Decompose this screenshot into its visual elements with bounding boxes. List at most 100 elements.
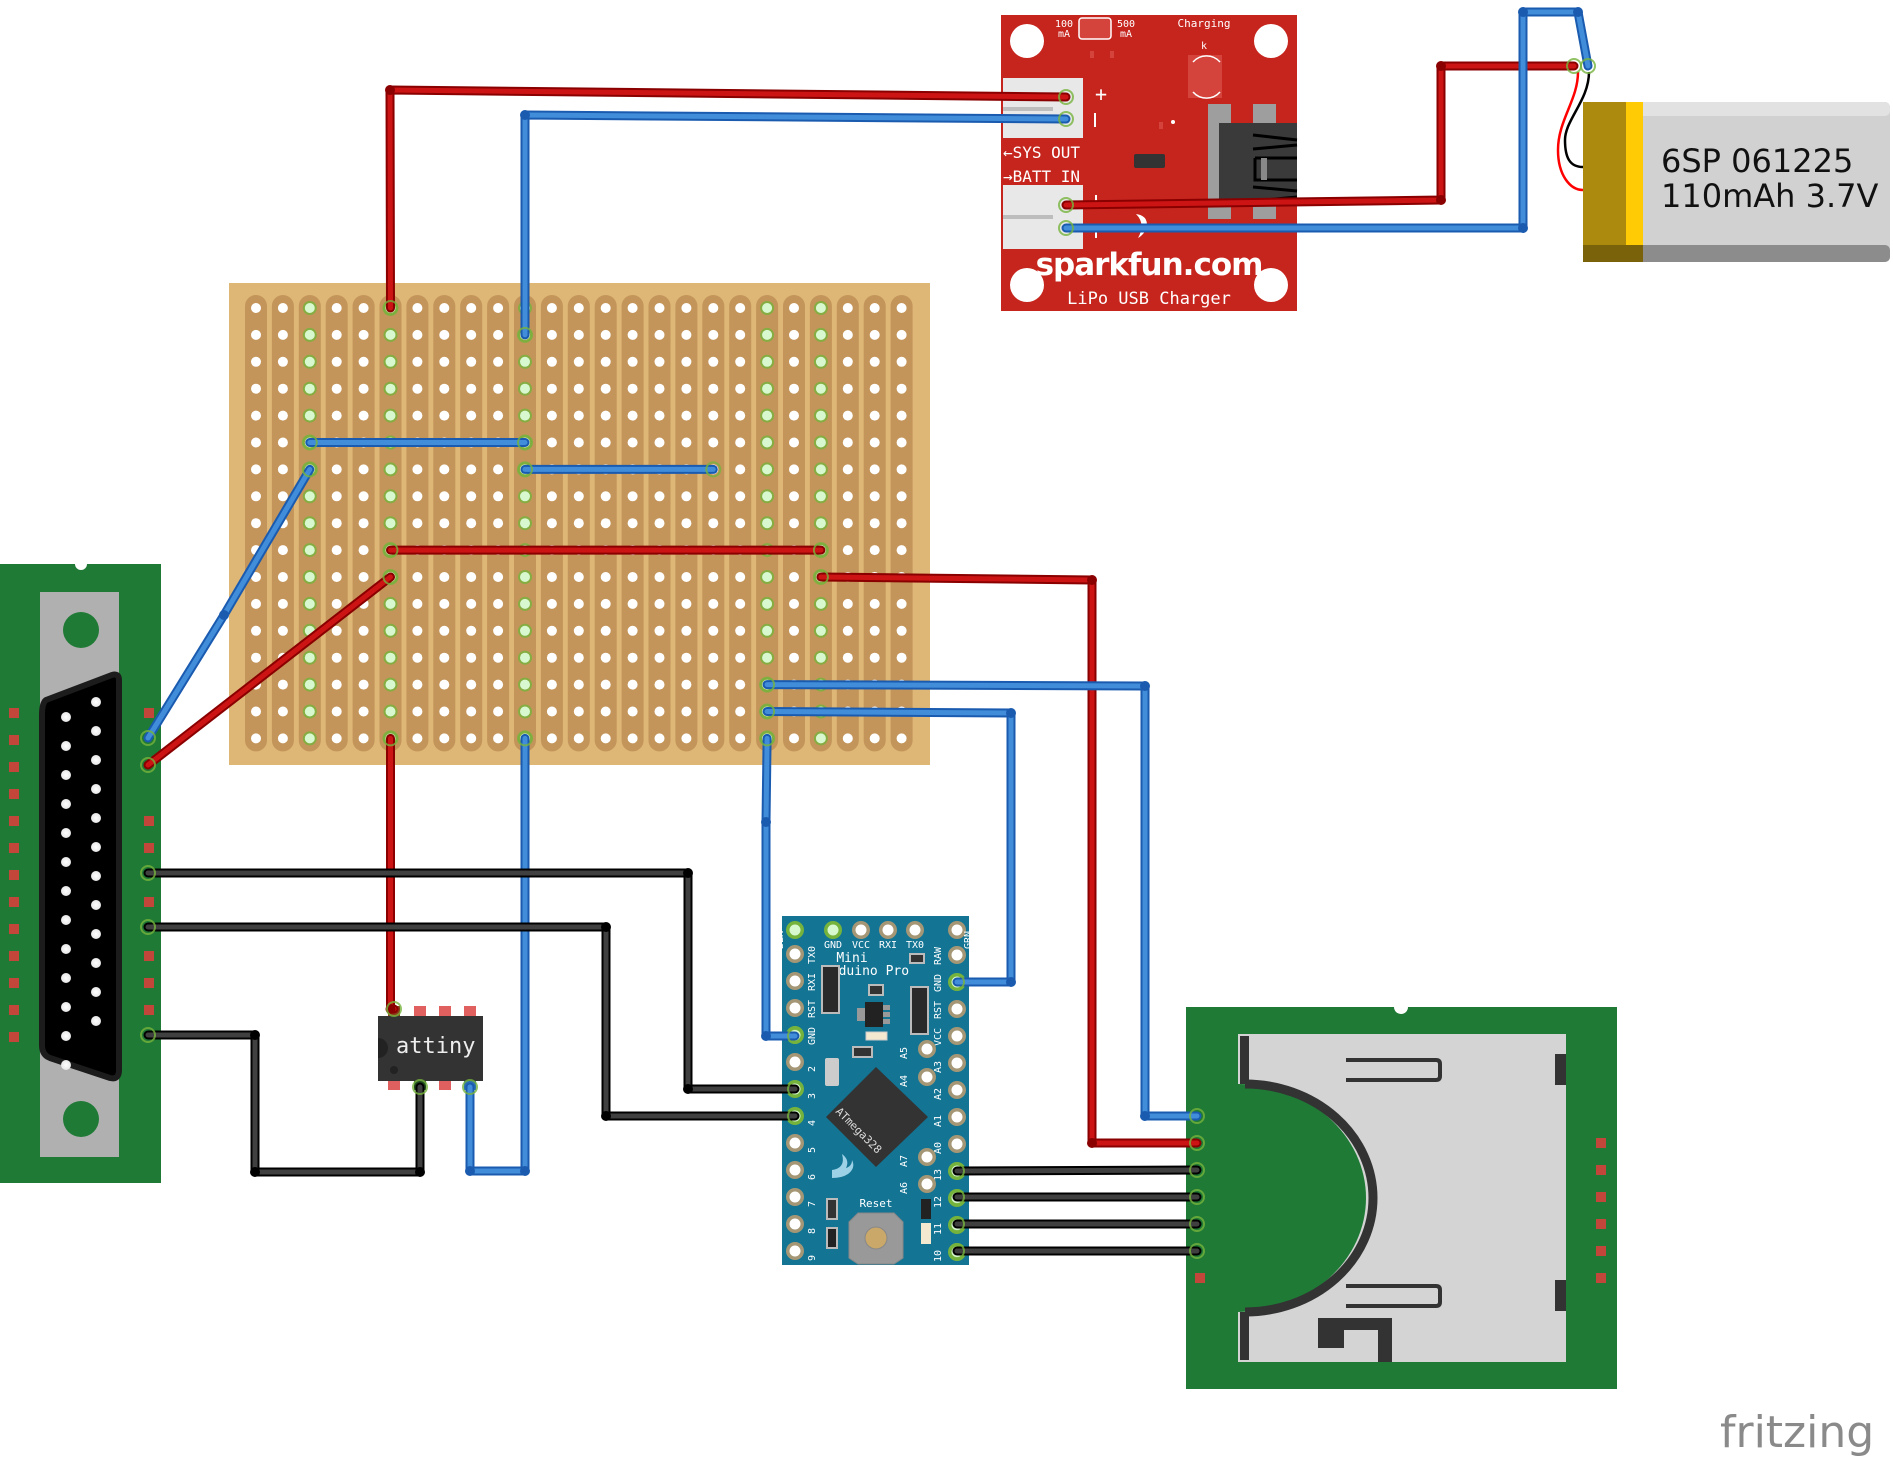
stripboard-hole[interactable]	[412, 598, 423, 609]
stripboard-hole[interactable]	[466, 518, 477, 529]
stripboard-hole[interactable]	[385, 518, 396, 529]
stripboard-hole[interactable]	[251, 598, 261, 609]
stripboard-hole[interactable]	[762, 572, 773, 582]
stripboard-hole[interactable]	[627, 356, 638, 367]
stripboard-hole[interactable]	[896, 598, 907, 609]
stripboard-hole[interactable]	[251, 383, 261, 394]
stripboard-hole[interactable]	[735, 410, 746, 421]
stripboard-hole[interactable]	[842, 329, 853, 340]
stripboard-hole[interactable]	[520, 679, 530, 690]
stripboard-hole[interactable]	[412, 410, 423, 421]
sd-card-breakout[interactable]	[1186, 1000, 1617, 1389]
stripboard-hole[interactable]	[439, 383, 450, 394]
stripboard-hole[interactable]	[869, 356, 880, 367]
stripboard-hole[interactable]	[735, 518, 746, 529]
stripboard-hole[interactable]	[735, 437, 746, 448]
stripboard-hole[interactable]	[493, 383, 504, 394]
stripboard-hole[interactable]	[708, 491, 719, 502]
stripboard-hole[interactable]	[762, 437, 773, 448]
stripboard-hole[interactable]	[735, 464, 746, 475]
stripboard-hole[interactable]	[627, 518, 638, 529]
stripboard-hole[interactable]	[466, 464, 477, 475]
stripboard-hole[interactable]	[842, 625, 853, 636]
stripboard-hole[interactable]	[439, 329, 450, 340]
stripboard-hole[interactable]	[708, 329, 719, 340]
stripboard-hole[interactable]	[869, 383, 880, 394]
stripboard-hole[interactable]	[789, 383, 799, 394]
stripboard-hole[interactable]	[520, 625, 530, 636]
stripboard-hole[interactable]	[251, 303, 261, 313]
wire-sd-data-3[interactable]	[949, 1243, 1205, 1259]
stripboard-hole[interactable]	[331, 545, 342, 556]
wire-strip-jumper[interactable]	[517, 461, 722, 478]
stripboard-hole[interactable]	[573, 598, 584, 609]
stripboard-hole[interactable]	[493, 410, 504, 421]
stripboard-hole[interactable]	[735, 679, 746, 690]
stripboard-hole[interactable]	[627, 679, 638, 690]
stripboard-hole[interactable]	[385, 383, 396, 394]
stripboard-hole[interactable]	[735, 572, 746, 582]
stripboard-hole[interactable]	[627, 329, 638, 340]
stripboard-hole[interactable]	[439, 464, 450, 475]
stripboard-hole[interactable]	[573, 679, 584, 690]
stripboard-hole[interactable]	[251, 329, 261, 340]
stripboard-hole[interactable]	[708, 706, 719, 717]
stripboard-hole[interactable]	[681, 652, 692, 663]
wire-arduino-gnd-right[interactable]	[759, 703, 1016, 990]
stripboard-hole[interactable]	[869, 464, 880, 475]
stripboard-hole[interactable]	[439, 733, 450, 744]
stripboard-hole[interactable]	[385, 598, 396, 609]
stripboard-hole[interactable]	[358, 491, 369, 502]
stripboard-hole[interactable]	[439, 652, 450, 663]
stripboard-hole[interactable]	[681, 329, 692, 340]
stripboard-hole[interactable]	[466, 706, 477, 717]
stripboard-hole[interactable]	[304, 598, 315, 609]
stripboard-hole[interactable]	[358, 383, 369, 394]
stripboard-hole[interactable]	[358, 679, 369, 690]
stripboard-hole[interactable]	[735, 383, 746, 394]
stripboard-hole[interactable]	[789, 598, 799, 609]
stripboard-hole[interactable]	[493, 491, 504, 502]
stripboard-hole[interactable]	[681, 410, 692, 421]
stripboard-hole[interactable]	[439, 598, 450, 609]
stripboard-hole[interactable]	[600, 491, 611, 502]
stripboard-hole[interactable]	[708, 598, 719, 609]
stripboard-hole[interactable]	[600, 329, 611, 340]
stripboard-hole[interactable]	[439, 518, 450, 529]
stripboard-hole[interactable]	[385, 652, 396, 663]
stripboard-hole[interactable]	[789, 652, 799, 663]
stripboard-hole[interactable]	[708, 383, 719, 394]
stripboard-hole[interactable]	[681, 706, 692, 717]
stripboard-hole[interactable]	[412, 356, 423, 367]
stripboard-hole[interactable]	[573, 625, 584, 636]
stripboard-hole[interactable]	[600, 572, 611, 582]
stripboard-hole[interactable]	[520, 572, 530, 582]
stripboard-hole[interactable]	[896, 652, 907, 663]
stripboard-hole[interactable]	[896, 518, 907, 529]
stripboard-hole[interactable]	[546, 679, 557, 690]
stripboard-hole[interactable]	[493, 679, 504, 690]
stripboard-hole[interactable]	[573, 491, 584, 502]
stripboard-hole[interactable]	[762, 598, 773, 609]
stripboard-hole[interactable]	[546, 625, 557, 636]
stripboard-hole[interactable]	[358, 652, 369, 663]
stripboard-hole[interactable]	[331, 652, 342, 663]
stripboard-hole[interactable]	[654, 383, 665, 394]
wire-strip-jumper[interactable]	[382, 542, 829, 559]
stripboard-hole[interactable]	[466, 329, 477, 340]
stripboard-hole[interactable]	[493, 356, 504, 367]
wire-db25-to-pin4[interactable]	[140, 919, 803, 1124]
stripboard-hole[interactable]	[331, 410, 342, 421]
stripboard-hole[interactable]	[735, 598, 746, 609]
stripboard-hole[interactable]	[681, 679, 692, 690]
stripboard-hole[interactable]	[815, 625, 826, 636]
stripboard-hole[interactable]	[600, 679, 611, 690]
stripboard-hole[interactable]	[385, 464, 396, 475]
stripboard-hole[interactable]	[735, 652, 746, 663]
stripboard-hole[interactable]	[520, 356, 530, 367]
stripboard-hole[interactable]	[681, 437, 692, 448]
stripboard-hole[interactable]	[869, 410, 880, 421]
stripboard-hole[interactable]	[466, 491, 477, 502]
stripboard-hole[interactable]	[789, 572, 799, 582]
